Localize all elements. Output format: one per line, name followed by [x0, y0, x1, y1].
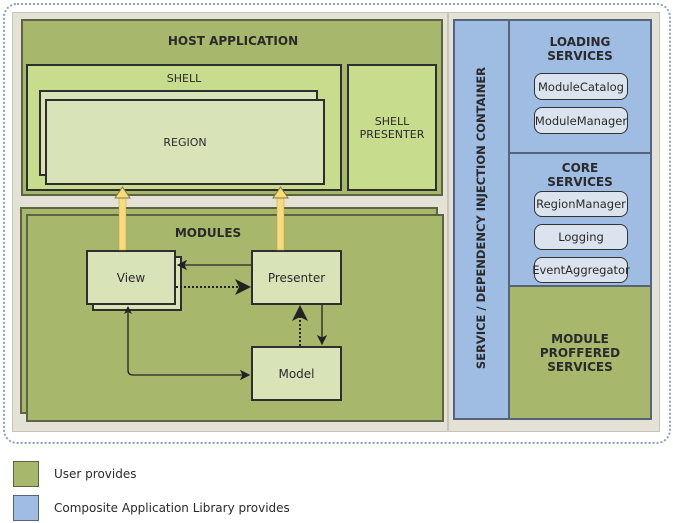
legend-swatch-user	[13, 461, 39, 487]
legend-label-library: Composite Application Library provides	[54, 501, 290, 515]
module-proffered-services-box: MODULE PROFFERED SERVICES	[508, 285, 652, 420]
legend: User provides Composite Application Libr…	[13, 461, 413, 521]
di-container-title: SERVICE / DEPENDENCY INJECTION CONTAINER	[474, 66, 488, 370]
proffered-title-line1: MODULE PROFFERED	[539, 331, 621, 360]
model-label: Model	[278, 366, 315, 381]
shell-title: SHELL	[166, 72, 202, 85]
legend-label-user: User provides	[54, 467, 137, 481]
shell-presenter-line2: PRESENTER	[359, 127, 425, 141]
arrow-view-model	[127, 312, 251, 381]
shell-presenter-box: SHELL PRESENTER	[347, 64, 437, 191]
view-box: View	[86, 250, 176, 305]
core-title-line2: SERVICES	[547, 175, 613, 189]
view-label: View	[116, 270, 146, 285]
host-application-title: HOST APPLICATION	[167, 34, 299, 48]
service-event-aggregator: EventAggregator	[532, 257, 630, 283]
loading-services-box: LOADING SERVICES ModuleCatalog ModuleMan…	[508, 19, 652, 154]
region-box: REGION	[45, 99, 325, 185]
loading-title-line1: LOADING	[549, 35, 611, 49]
up-arrow-presenter	[272, 186, 289, 251]
loading-services-title: LOADING SERVICES	[510, 35, 650, 63]
core-services-title: CORE SERVICES	[510, 161, 650, 189]
proffered-title-line2: SERVICES	[547, 359, 613, 374]
service-region-manager: RegionManager	[534, 191, 628, 217]
shell-presenter-line1: SHELL	[374, 114, 410, 128]
service-logging: Logging	[534, 224, 628, 250]
service-module-manager: ModuleManager	[534, 107, 628, 134]
region-label: REGION	[163, 135, 207, 149]
diagram-boundary	[3, 3, 671, 444]
core-services-box: CORE SERVICES RegionManager Logging Even…	[508, 152, 652, 287]
loading-title-line2: SERVICES	[547, 49, 613, 63]
di-container-box: SERVICE / DEPENDENCY INJECTION CONTAINER	[453, 19, 510, 420]
service-module-catalog: ModuleCatalog	[534, 73, 628, 100]
arrow-view-model-head	[124, 306, 132, 314]
modules-title: MODULES	[174, 226, 242, 240]
presenter-box: Presenter	[251, 250, 342, 305]
core-title-line1: CORE	[561, 161, 599, 175]
model-box: Model	[251, 346, 342, 401]
modules-box: MODULES	[26, 214, 444, 422]
presenter-label: Presenter	[267, 270, 326, 285]
legend-swatch-library	[13, 495, 39, 521]
up-arrow-view	[114, 186, 131, 251]
